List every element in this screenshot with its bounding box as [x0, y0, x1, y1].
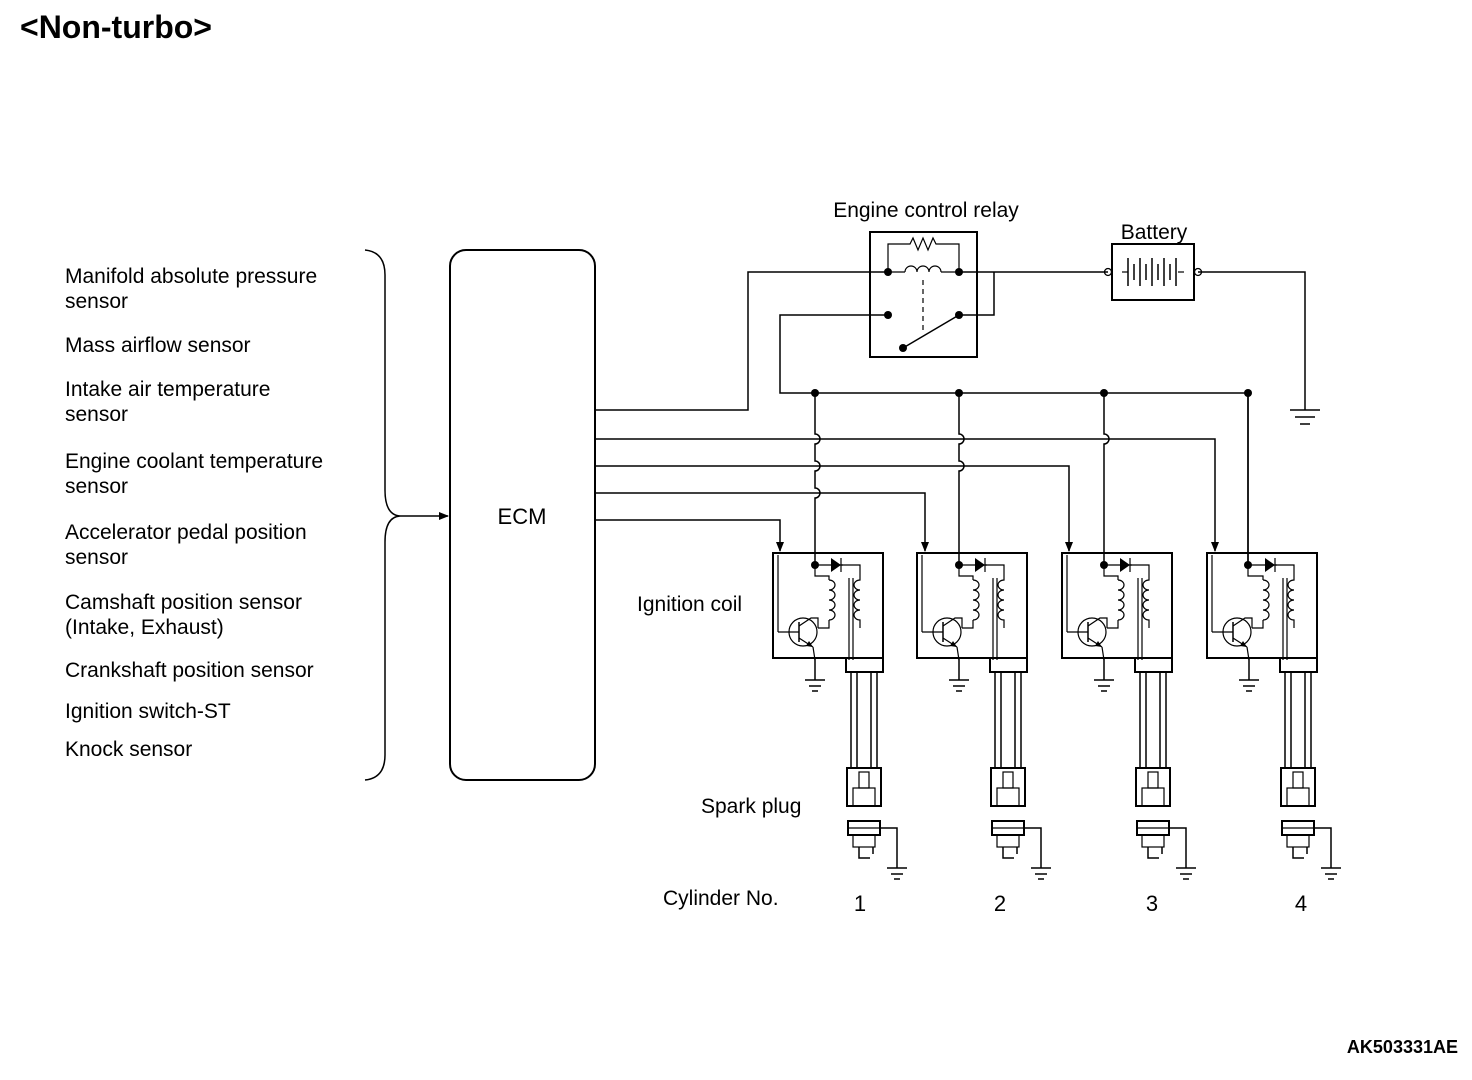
cylinder-label: Cylinder No.	[663, 887, 779, 910]
cylinder-number-4: 4	[1295, 891, 1307, 916]
reference-code: AK503331AE	[1347, 1037, 1458, 1057]
ignition-coil-box	[772, 552, 884, 659]
sensor-item-2-line-1: sensor	[65, 403, 128, 426]
coil-ground-icon	[1239, 679, 1259, 692]
ecm-label: ECM	[498, 504, 547, 529]
sensor-item-6-line-0: Crankshaft position sensor	[65, 659, 314, 682]
ecm-box	[449, 249, 596, 781]
coil-ground-icon	[805, 679, 825, 692]
signal-wire-cyl-1	[595, 519, 784, 552]
battery-icon	[1103, 243, 1203, 301]
sensor-item-4-line-0: Accelerator pedal position	[65, 521, 307, 544]
plug-ground-icon	[1321, 867, 1341, 880]
sensor-item-0-line-0: Manifold absolute pressure	[65, 265, 317, 288]
sensor-item-3-line-0: Engine coolant temperature	[65, 450, 323, 473]
coil-ground-icon	[949, 679, 969, 692]
sensor-item-2-line-0: Intake air temperature	[65, 378, 270, 401]
relay-switch	[884, 280, 963, 352]
cylinder-number-1: 1	[854, 891, 866, 916]
sensor-item-7-line-0: Ignition switch-ST	[65, 700, 231, 723]
relay-coil	[884, 236, 963, 276]
sensor-item-4-line-1: sensor	[65, 546, 128, 569]
spark-plug-4	[1280, 767, 1341, 880]
spark-plug-label: Spark plug	[701, 795, 801, 818]
signal-wire-cyl-2	[595, 492, 929, 552]
coil-unit-2	[916, 389, 1051, 880]
relay-box	[869, 231, 978, 358]
ignition-coil-units	[772, 389, 1341, 880]
plug-ground-icon	[887, 867, 907, 880]
input-brace	[364, 249, 401, 781]
sensor-item-8-line-0: Knock sensor	[65, 738, 192, 761]
coil-ground-icon	[1094, 679, 1114, 692]
ignition-coil-label: Ignition coil	[637, 593, 742, 616]
spark-plug-1	[846, 767, 907, 880]
sensor-item-5-line-1: (Intake, Exhaust)	[65, 616, 224, 639]
ignition-coil-box	[1206, 552, 1318, 659]
plug-ground-icon	[1031, 867, 1051, 880]
sensor-item-5-line-0: Camshaft position sensor	[65, 591, 302, 614]
cylinder-numbers: 1 2 3 4	[854, 891, 1307, 916]
page-title: <Non-turbo>	[20, 9, 212, 45]
plug-ground-icon	[1176, 867, 1196, 880]
sensor-item-3-line-1: sensor	[65, 475, 128, 498]
signal-wire-cyl-4	[595, 438, 1219, 552]
signal-wire-cyl-3	[595, 465, 1073, 552]
coil-unit-1	[772, 389, 907, 880]
coil-unit-3	[1061, 389, 1196, 880]
cylinder-number-2: 2	[994, 891, 1006, 916]
sensor-item-1-line-0: Mass airflow sensor	[65, 334, 251, 357]
cylinder-number-3: 3	[1146, 891, 1158, 916]
battery-label: Battery	[1121, 221, 1188, 244]
ignition-coil-box	[916, 552, 1028, 659]
ecm-signal-wires	[595, 438, 1219, 632]
relay-wiring	[595, 271, 1306, 565]
relay-label: Engine control relay	[833, 199, 1019, 222]
sensor-item-0-line-1: sensor	[65, 290, 128, 313]
spark-plug-3	[1135, 767, 1196, 880]
battery-ground-icon	[1290, 409, 1320, 425]
ignition-coil-box	[1061, 552, 1173, 659]
spark-plug-2	[990, 767, 1051, 880]
coil-unit-4	[1206, 389, 1341, 880]
